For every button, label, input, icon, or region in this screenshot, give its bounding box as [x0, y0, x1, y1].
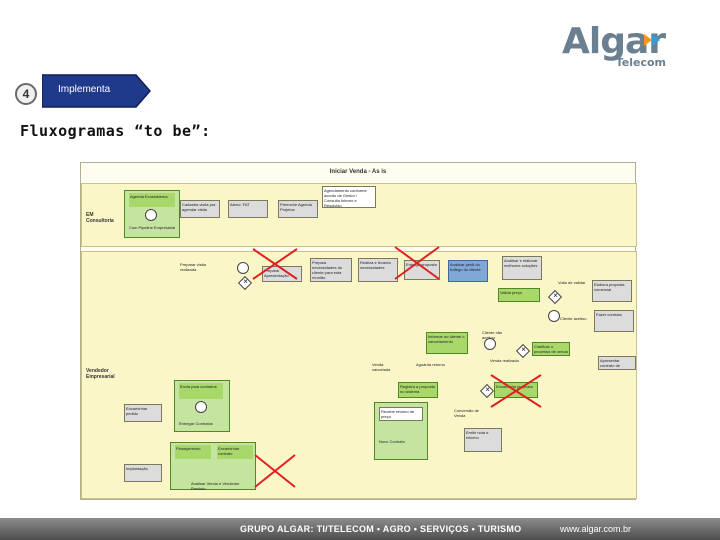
subprocess-icon [195, 401, 207, 413]
task-box: Encaminhar pedido [124, 404, 162, 422]
task-box: Analisar e elaborar melhores soluções [502, 256, 542, 280]
logo-subtitle: Telecom [615, 56, 666, 69]
task-box: Emitir nota e retorno [464, 428, 502, 452]
task-box: Encaminhar contrato [217, 445, 253, 459]
step-arrow-banner [42, 74, 151, 108]
lane-group: Recebe retorno de preço Novo Contrato [374, 402, 428, 460]
flow-note: Conversão de Venda [454, 408, 479, 418]
group-caption: Analisar Venda e Vendedor Previsto [191, 481, 240, 491]
event-icon [548, 310, 560, 322]
step-number-badge: 4 [15, 83, 37, 105]
algar-telecom-logo: Algar Telecom [558, 22, 668, 74]
task-box: Implantação [124, 464, 162, 482]
lane-group: Agenda Ecossistema Com Pipeline Empresar… [124, 190, 180, 238]
task-box: Planejamento [175, 445, 211, 459]
group-caption: Novo Contrato [379, 439, 405, 444]
task-box: Realiza e levanta necessidades [358, 258, 398, 282]
gateway-icon [515, 343, 531, 359]
start-event-icon [237, 262, 249, 274]
flow-note: Venda realizada [490, 358, 519, 363]
task-box: Elabora proposta comercial [592, 280, 632, 302]
removed-step-mark [490, 374, 542, 408]
event-icon [484, 338, 496, 350]
footer-tagline: GRUPO ALGAR: TI/TELECOM • AGRO • SERVIÇO… [240, 524, 522, 534]
gateway-icon [547, 289, 563, 305]
footer-url: www.algar.com.br [560, 524, 632, 534]
task-box: Informar ao cliente o cancelamento [426, 332, 468, 354]
task-box: Clarificar o processo de venda [532, 342, 570, 356]
removed-step-mark [394, 246, 440, 280]
start-note: Preparar visita realizada [180, 262, 206, 272]
task-box: Prepara necessidades do cliente para est… [310, 258, 352, 282]
footer-bar [0, 518, 720, 540]
group-caption: Com Pipeline Empresarial [129, 225, 176, 230]
task-box: Preenche Agenda Projetos [278, 200, 318, 218]
task-box: Atend. FAT [228, 200, 268, 218]
annotation-note: Agendamento conforme acordo de Gestor / … [322, 186, 376, 208]
step-label: Implementa [58, 84, 111, 95]
lane-group: Envia para contratos Entregar Contratos [174, 380, 230, 432]
task-box: Apresentar contrato de clientes [598, 356, 636, 370]
flow-note: Volta de validar [558, 280, 586, 285]
flow-note: Venda cancelada [372, 362, 391, 372]
task-box: Envia para contratos [179, 383, 223, 399]
lane-label: EM Consultoria [86, 212, 114, 224]
logo-arrows-icon [644, 34, 660, 46]
subprocess-icon [145, 209, 157, 221]
lane-vendedor-empresarial: Vendedor Empresarial Preparar visita rea… [81, 251, 637, 499]
lane-group: Planejamento Encaminhar contrato Analisa… [170, 442, 256, 491]
bpmn-flowchart: Iniciar Venda - As is EM Consultoria Age… [80, 162, 637, 500]
flow-note: Cliente aceitou [560, 316, 587, 321]
task-box: Recebe retorno de preço [379, 407, 423, 421]
gateway-icon [237, 275, 253, 291]
flow-note: Cliente não aceitou [482, 330, 503, 340]
task-box: Analisar perfil do tráfego do cliente [448, 260, 488, 282]
task-box: Cadastra visita pra agendar visita [180, 200, 220, 218]
group-caption: Entregar Contratos [179, 421, 213, 426]
removed-step-mark [254, 454, 296, 488]
lane-em-consultoria: EM Consultoria Agenda Ecossistema Com Pi… [81, 183, 637, 247]
removed-step-mark [252, 248, 298, 280]
task-box: Fazer contrato [594, 310, 634, 332]
task-box: Agenda Ecossistema [129, 193, 175, 207]
task-box: Valida preço [498, 288, 540, 302]
task-box: Preparar Apresentação [262, 266, 302, 282]
lane-label: Vendedor Empresarial [86, 368, 115, 380]
flow-note: Aguarda retorno [416, 362, 445, 367]
page-title: Fluxogramas “to be”: [20, 122, 211, 140]
flowchart-title: Iniciar Venda - As is [329, 169, 387, 175]
task-box: Registra a proposta no sistema [398, 382, 438, 398]
